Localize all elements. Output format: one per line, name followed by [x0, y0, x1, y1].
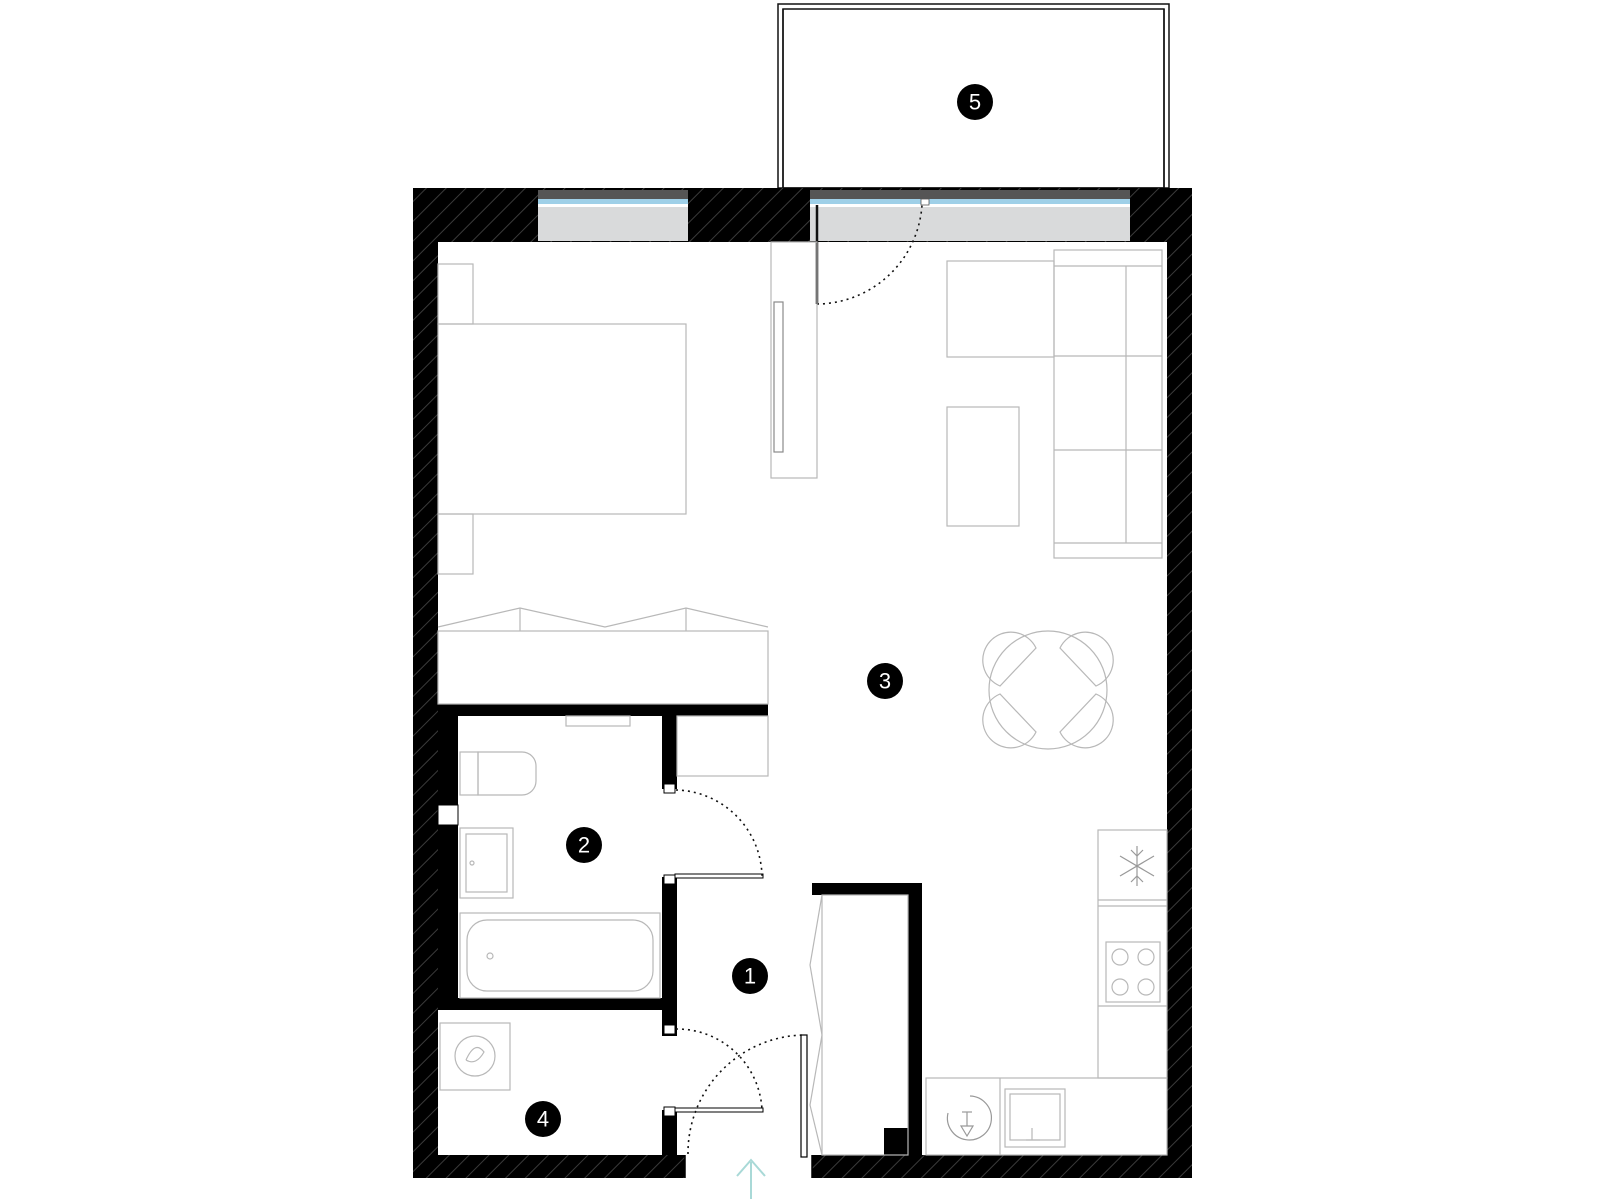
room-marker-4: 4: [525, 1101, 561, 1137]
vent: [565, 715, 631, 727]
corridor-wardrobe: [809, 894, 909, 1156]
kitchen-counter: [925, 829, 1168, 1156]
interior-walls: [437, 704, 922, 1155]
window-balcony-door: [810, 190, 1130, 241]
room-marker-1: 1: [732, 958, 768, 994]
room-marker-2: 2: [566, 827, 602, 863]
exterior-walls: [413, 188, 1192, 1178]
room-number: 1: [744, 964, 756, 989]
armchair: [946, 260, 1055, 358]
room-marker-5: 5: [957, 84, 993, 120]
washing-machine-icon: [439, 1022, 511, 1091]
toilet: [459, 751, 537, 796]
bathroom-sink: [459, 827, 514, 899]
entrance-door: [684, 1034, 813, 1178]
bathtub: [459, 912, 661, 999]
bed: [437, 263, 687, 575]
arrow-up-icon: [736, 1158, 766, 1199]
laundry-door: [663, 1024, 764, 1117]
bathroom-door: [663, 783, 764, 885]
dining-set: [982, 630, 1114, 750]
room-number: 4: [537, 1107, 549, 1132]
room-number: 5: [969, 90, 981, 115]
wardrobe: [437, 607, 769, 777]
kitchen-sink: [1004, 1088, 1066, 1148]
room-number: 2: [578, 833, 590, 858]
dishwasher-icon: [946, 1095, 993, 1141]
coffee-table: [946, 406, 1020, 527]
room-marker-3: 3: [867, 663, 903, 699]
cooktop-icon: [1105, 941, 1161, 1003]
snowflake-icon: [1119, 846, 1155, 886]
room-number: 3: [879, 669, 891, 694]
window-left: [538, 190, 688, 241]
tv-cabinet: [770, 241, 818, 479]
sofa: [1053, 249, 1163, 559]
